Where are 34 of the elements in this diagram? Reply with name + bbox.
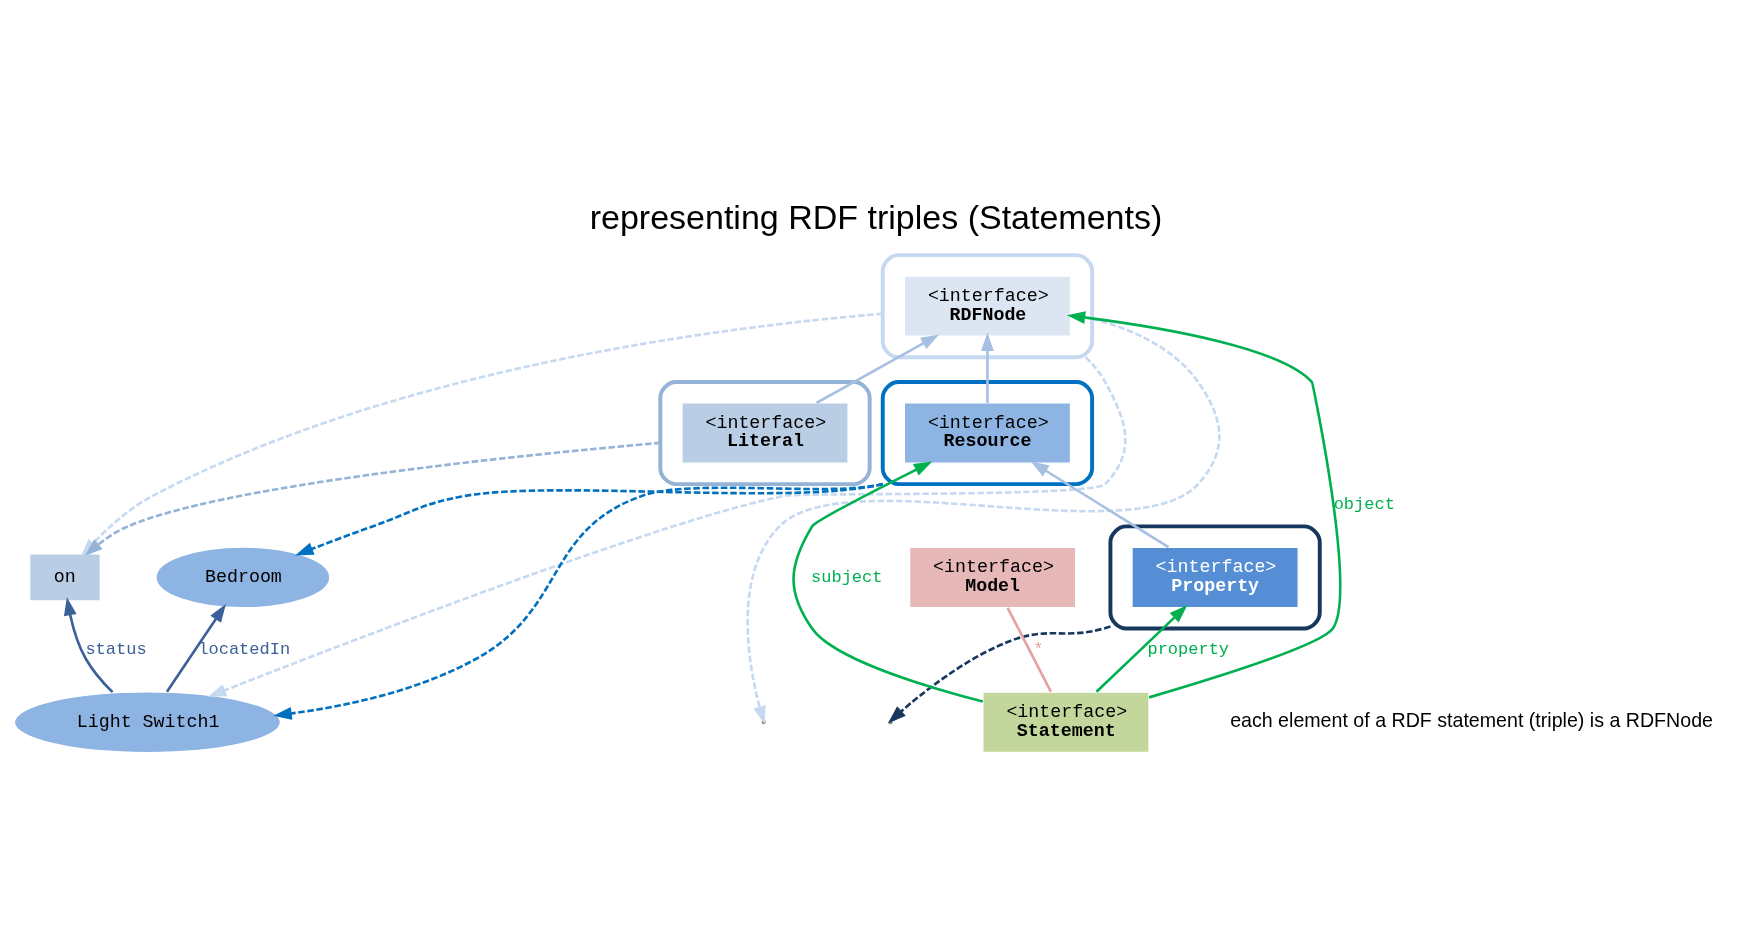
- edge-label: object: [1333, 494, 1395, 514]
- arrow: [815, 333, 940, 404]
- arrow: [1030, 460, 1170, 548]
- cluster: [880, 252, 1095, 359]
- node-box: on: [29, 552, 101, 602]
- node-box: <interface> Literal: [681, 401, 849, 464]
- node-box: <interface> RDFNode: [903, 274, 1072, 337]
- cluster: [1108, 523, 1322, 630]
- cluster: [658, 379, 872, 486]
- arrow: [1095, 604, 1188, 693]
- arrow: [84, 441, 661, 556]
- edge-label: subject: [811, 567, 883, 587]
- arrow: [207, 355, 1127, 697]
- diagram-title: representing RDF triples (Statements): [589, 197, 1163, 236]
- node-box: <interface> Property: [1131, 546, 1299, 608]
- edge-label: property: [1147, 639, 1230, 659]
- arrow: [273, 482, 883, 720]
- arrow: [165, 603, 226, 693]
- arrow: [295, 482, 883, 555]
- node-box: <interface> Model: [908, 546, 1077, 608]
- node-ellipse: Light Switch1: [13, 690, 282, 753]
- arrow: [1066, 310, 1342, 699]
- label: each element of a RDF statement (triple) is a RDFNode: [1230, 708, 1713, 731]
- cluster: [880, 379, 1095, 486]
- arrow: [792, 461, 984, 703]
- node-box: <interface> Statement: [982, 691, 1150, 753]
- edge-label: locatedIn: [198, 639, 291, 659]
- edge-label: *: [1033, 639, 1044, 659]
- edge-label: status: [85, 639, 147, 659]
- node-box: <interface> Resource: [903, 401, 1072, 464]
- arrow: [63, 596, 114, 693]
- node-ellipse: Bedroom: [155, 545, 331, 608]
- arrow: [981, 332, 994, 403]
- connector: [1006, 606, 1053, 692]
